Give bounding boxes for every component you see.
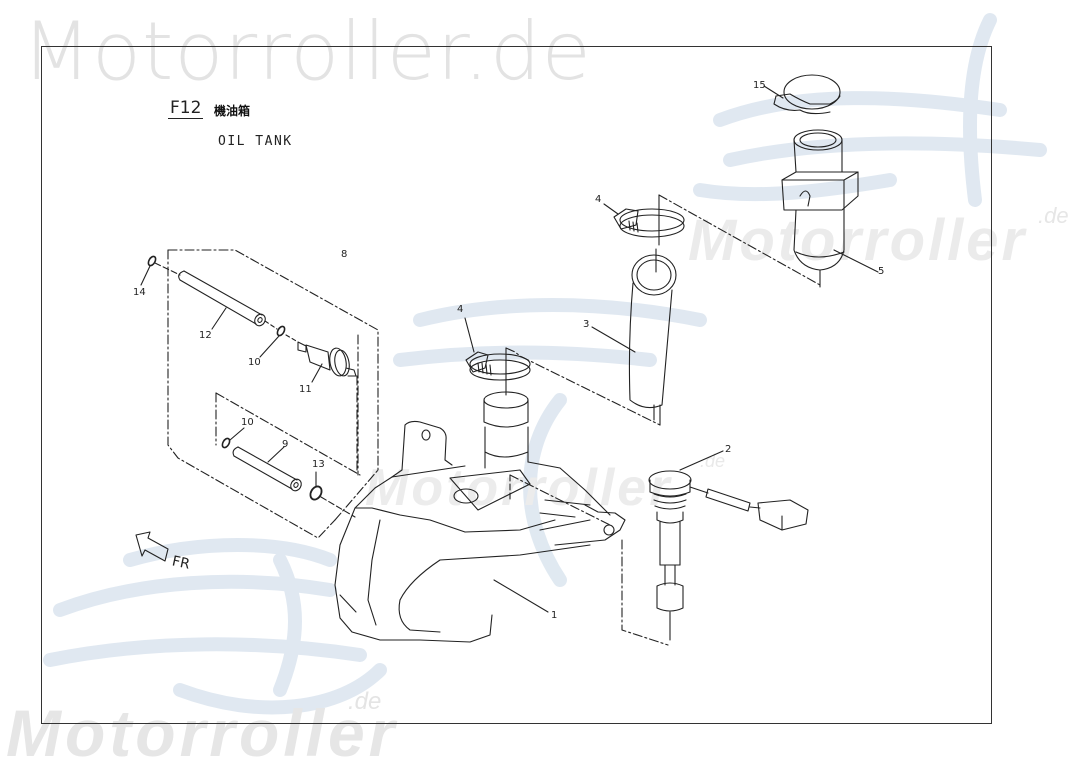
- watermark-suffix-bottom: .de: [348, 688, 382, 715]
- callout-10-upper: 10: [248, 357, 261, 368]
- oil-level-sensor-icon: [648, 450, 809, 641]
- hose-long-icon: [178, 270, 266, 330]
- check-valve-icon: [297, 341, 358, 471]
- watermark-suffix-center: .de: [700, 451, 726, 471]
- filler-cap-icon: [763, 74, 841, 115]
- callout-4-lower: 4: [457, 304, 464, 315]
- hose-clamp-lower-icon: [464, 317, 531, 396]
- clip-lower-icon: [221, 427, 245, 449]
- clip-14-icon: [140, 255, 181, 286]
- figure-code: F12: [168, 98, 204, 119]
- callout-10-lower: 10: [241, 417, 254, 428]
- filler-neck-icon: [781, 129, 879, 273]
- callout-1: 1: [551, 610, 558, 621]
- front-direction-arrow-icon: [135, 531, 169, 562]
- hose-kit-outline: [167, 249, 379, 539]
- oil-tank-icon: [334, 420, 626, 643]
- front-direction-label: FR: [170, 553, 192, 573]
- callout-2: 2: [725, 444, 732, 455]
- figure-title-chinese: 機油箱: [214, 104, 251, 118]
- callout-14: 14: [133, 287, 146, 298]
- callout-15: 15: [753, 80, 766, 91]
- callout-11: 11: [299, 384, 312, 395]
- callout-8: 8: [341, 249, 348, 260]
- hose-short-icon: [232, 446, 302, 492]
- callout-9: 9: [282, 439, 289, 450]
- callout-12: 12: [199, 330, 212, 341]
- hose-clamp-upper-icon: [603, 194, 685, 246]
- callout-4-upper: 4: [595, 194, 602, 205]
- watermark-text-bottom: Motorroller: [6, 696, 399, 770]
- filler-hose-icon: [591, 248, 677, 421]
- watermark-suffix-right: .de: [1038, 203, 1069, 228]
- callout-5: 5: [878, 266, 885, 277]
- watermark-text-right: Motorroller: [688, 208, 1028, 273]
- watermark-text-top: Motorroller.de: [22, 5, 592, 98]
- clip-upper-icon: [259, 320, 299, 358]
- figure-title-english: OIL TANK: [218, 134, 293, 149]
- callout-13: 13: [312, 459, 325, 470]
- clip-13-icon: [309, 471, 356, 518]
- drawing-frame: [41, 46, 992, 724]
- callout-3: 3: [583, 319, 590, 330]
- tank-neck-cuff-icon: [483, 391, 529, 428]
